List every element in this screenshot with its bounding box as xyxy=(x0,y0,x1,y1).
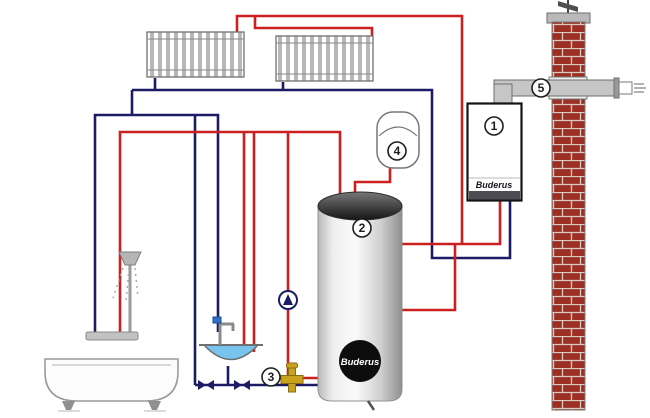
chimney xyxy=(546,0,591,411)
callout-number: 1 xyxy=(491,119,498,133)
flue-duct xyxy=(493,76,646,105)
callout-circle xyxy=(352,218,372,238)
circulation-pump-icon xyxy=(278,290,298,310)
shutoff-valve-icon xyxy=(198,380,206,390)
callout-circle xyxy=(261,367,281,387)
expansion-vessel xyxy=(376,111,420,169)
recirculation-pipe xyxy=(286,132,318,380)
storage-tank: Buderus xyxy=(317,191,403,411)
callout-3-safety-group: 3 xyxy=(261,367,281,387)
radiator-left-manifolds xyxy=(147,38,244,71)
callout-number: 4 xyxy=(394,144,401,158)
boiler-brand-label: Buderus xyxy=(476,180,513,190)
bathtub-body xyxy=(44,358,179,402)
callout-number: 2 xyxy=(359,221,366,235)
callout-5-flue: 5 xyxy=(531,78,551,98)
callout-circle xyxy=(531,78,551,98)
callout-circle xyxy=(387,141,407,161)
shower-head-icon xyxy=(118,251,142,266)
radiator-right-manifolds xyxy=(276,42,373,75)
tank-logo-disc xyxy=(339,340,381,382)
tank-body xyxy=(317,205,403,402)
expansion-vessel-body xyxy=(376,111,420,169)
flue-vertical-pipe xyxy=(493,83,513,105)
callout-2-tank: 2 xyxy=(352,218,372,238)
shutoff-valve-icon xyxy=(234,380,242,390)
heating-supply-pipe xyxy=(235,14,464,244)
shower-spray-icon xyxy=(112,267,139,303)
tank-top xyxy=(317,191,403,221)
shower xyxy=(85,251,142,341)
exhaust-ticks-icon xyxy=(634,83,646,93)
bathtub-foot-right xyxy=(148,401,161,410)
washbasin xyxy=(199,316,263,361)
tank-foot xyxy=(366,400,376,411)
chimney-cowl xyxy=(558,1,578,12)
expansion-vessel-pipe xyxy=(353,168,392,193)
bath-mixer-bar xyxy=(85,331,139,341)
heating-return-pipe xyxy=(132,88,512,260)
pump-rotor xyxy=(283,294,293,305)
flue-terminal-tip xyxy=(618,81,633,95)
callout-number: 5 xyxy=(538,81,545,95)
shutoff-valve-icon xyxy=(242,380,250,390)
expansion-vessel-membrane xyxy=(378,126,418,137)
radiator-left xyxy=(146,31,245,78)
return-pipes xyxy=(93,78,512,387)
radiator-right xyxy=(275,35,374,82)
shutoff-valve-icon xyxy=(206,380,214,390)
tank-logo: Buderus xyxy=(339,340,381,382)
supply-pipes xyxy=(118,14,502,380)
faucet-handle xyxy=(212,316,222,324)
tank-brand-label: Buderus xyxy=(341,357,380,368)
dhw-hot-main xyxy=(118,130,342,335)
bathtub-foot-left xyxy=(62,401,75,410)
callout-1-boiler: 1 xyxy=(484,116,504,136)
callout-4-expansion-vessel: 4 xyxy=(387,141,407,161)
cold-water-branch-pipe xyxy=(93,113,220,335)
safety-group xyxy=(280,362,304,393)
flue-collar xyxy=(613,77,620,99)
safety-group-cap xyxy=(286,362,298,369)
basin-faucet xyxy=(218,322,235,345)
bathtub xyxy=(44,358,179,412)
tank-coil-loop xyxy=(402,244,457,312)
basin-bowl xyxy=(202,344,260,361)
safety-group-tee xyxy=(280,375,304,384)
radiator-right-supply-branch xyxy=(253,16,374,39)
callout-circle xyxy=(484,116,504,136)
callout-number: 3 xyxy=(268,370,275,384)
boiler-tank-supply xyxy=(402,201,502,246)
boiler-base-strip xyxy=(469,191,520,200)
shutoff-valves xyxy=(198,380,250,390)
